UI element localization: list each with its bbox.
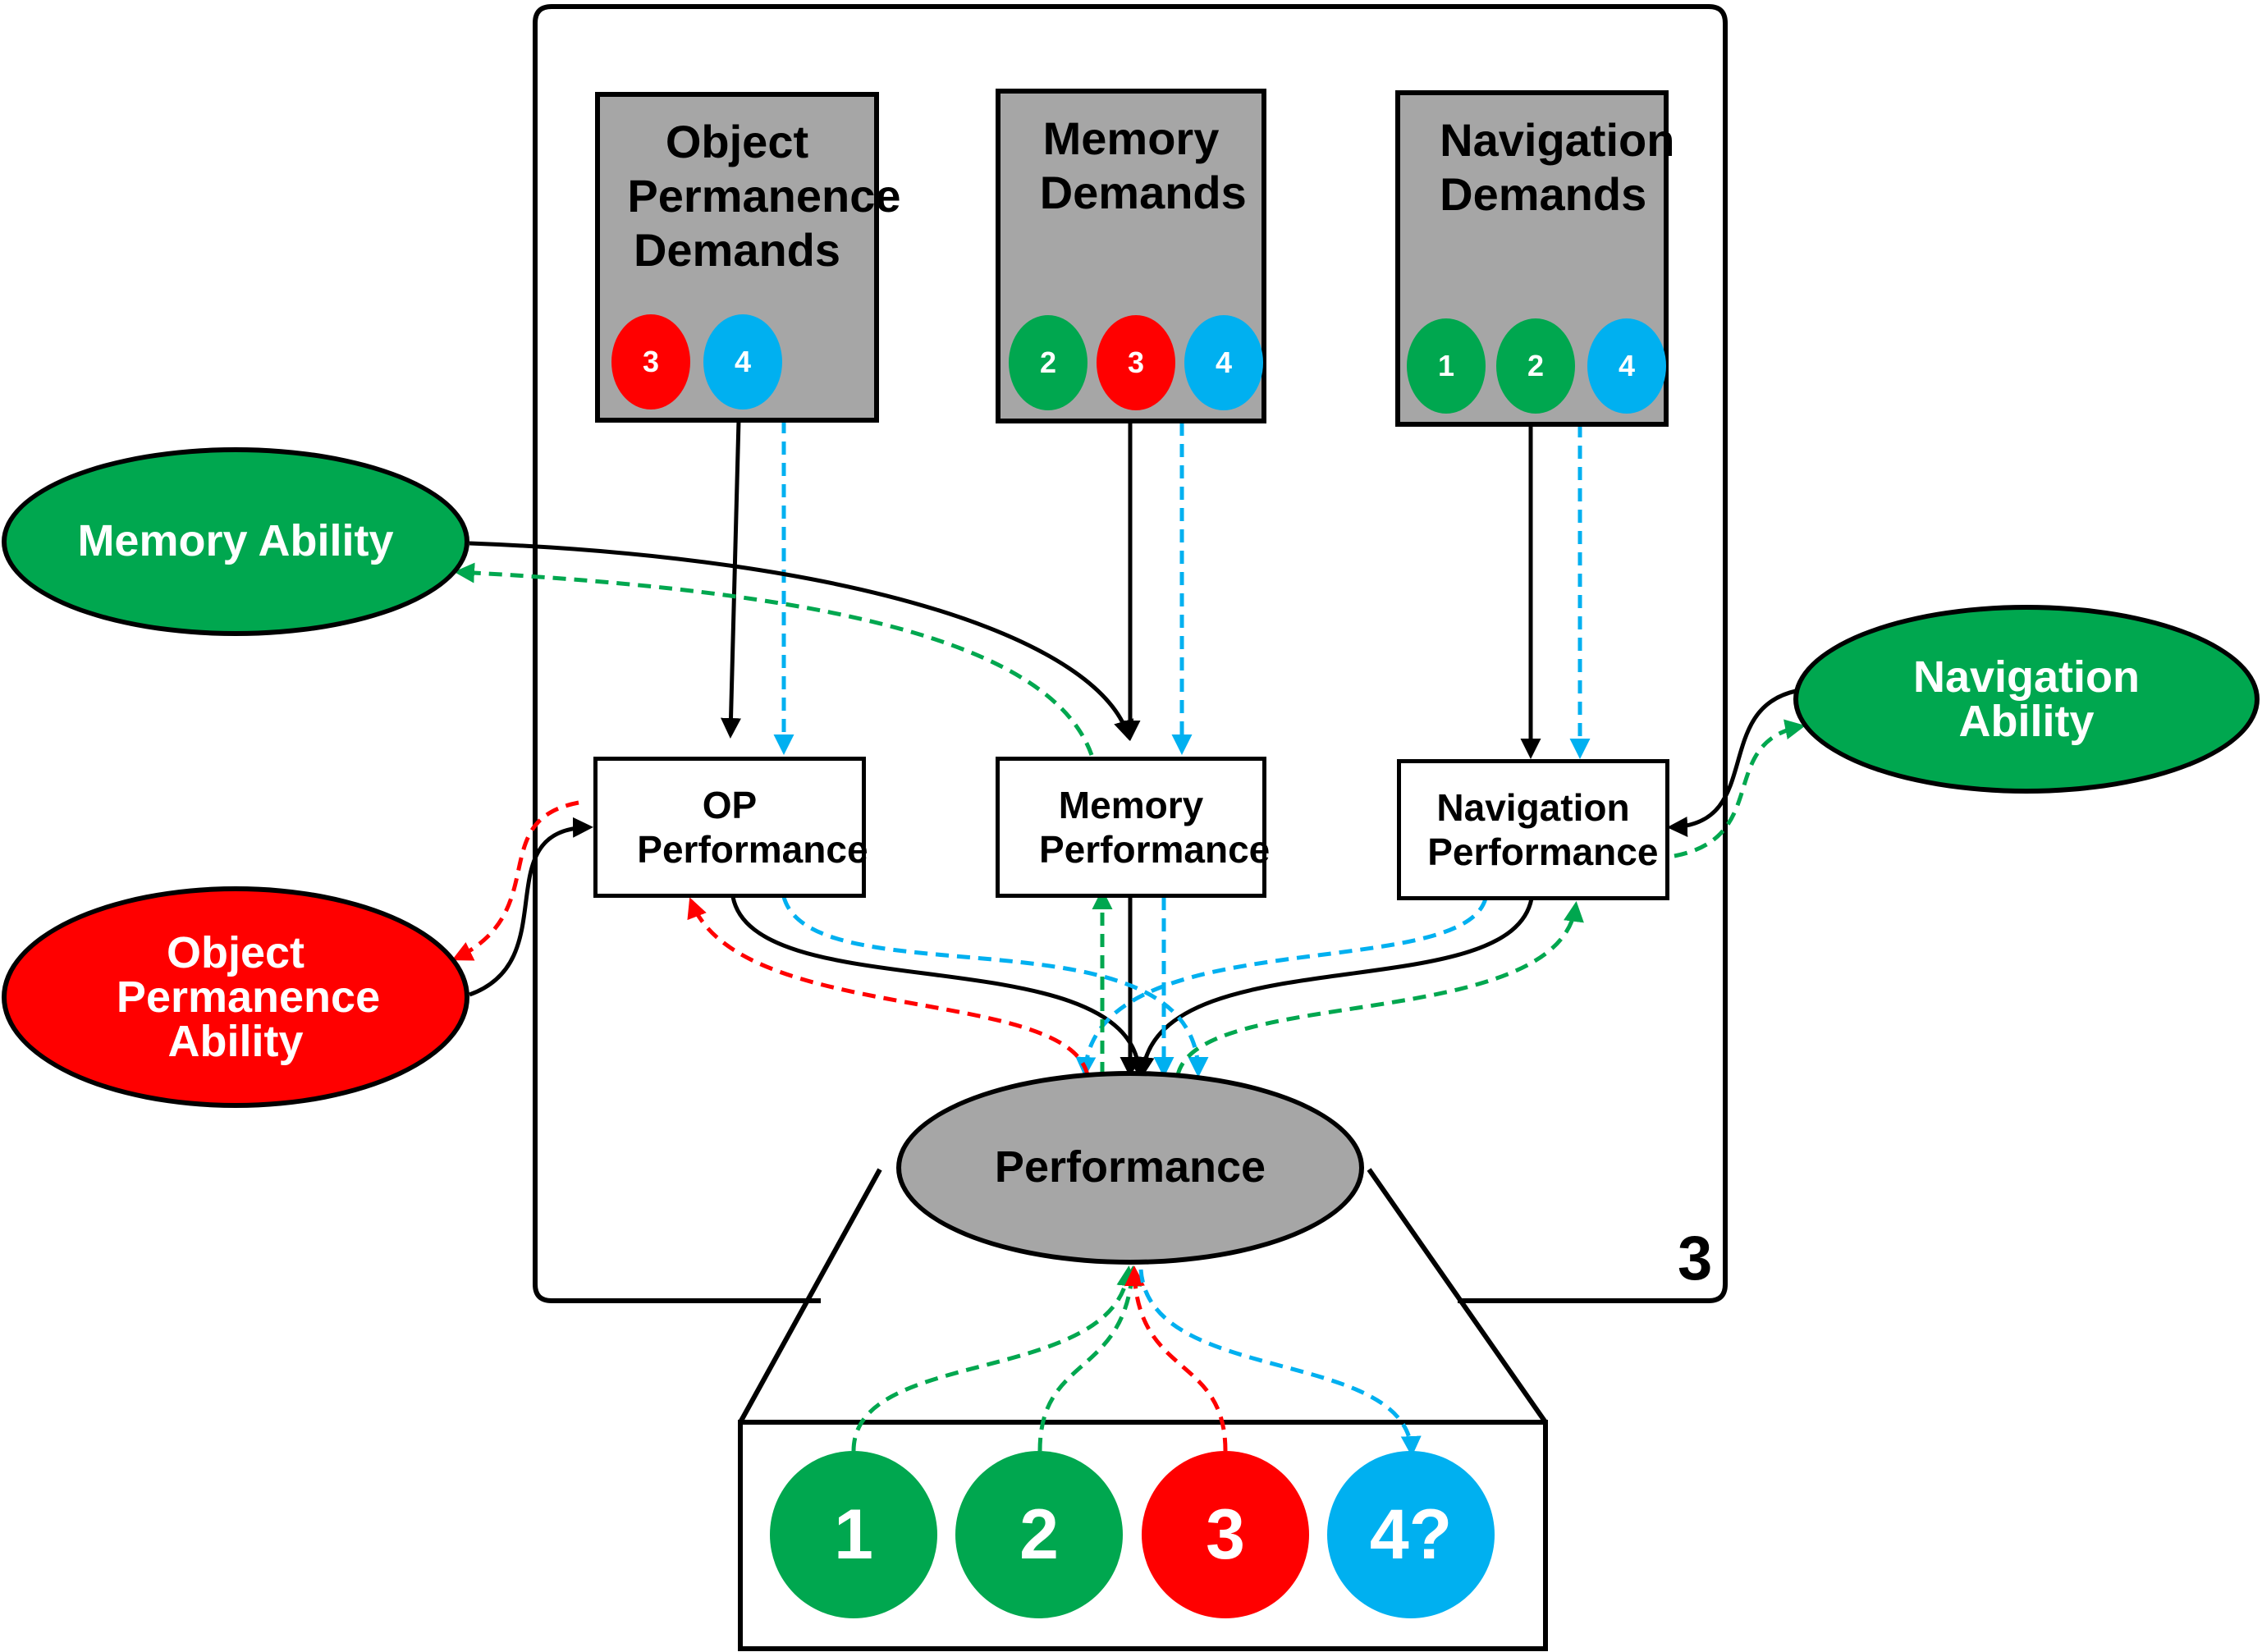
arrow-performance-to-op-perf-red xyxy=(687,897,1090,1076)
memory-demands-box: Memory Demands 2 3 4 xyxy=(996,89,1266,423)
memory-demands-label: Memory Demands xyxy=(1039,112,1247,219)
memory-ability-label: Memory Ability xyxy=(77,516,394,566)
memory-performance-box: Memory Performance xyxy=(996,757,1271,898)
arrow-performance-to-outcome-4 xyxy=(1138,1269,1422,1457)
arrow-nav-perf-to-nav-ability-green xyxy=(1674,719,1806,858)
arrow-outcome-3-to-performance xyxy=(1124,1265,1228,1452)
op-performance-box: OP Performance xyxy=(593,757,868,898)
memory-demands-badges: 2 3 4 xyxy=(1000,315,1263,410)
outcome-circle: 3 xyxy=(1142,1451,1309,1618)
panel-frame xyxy=(533,4,1728,1303)
arrow-nav-ability-to-nav-perf xyxy=(1667,689,1797,837)
navigation-demands-box: Navigation Demands 1 2 4 xyxy=(1395,90,1675,427)
memory-ability-ellipse: Memory Ability xyxy=(2,447,469,636)
demand-badge: 2 xyxy=(1496,318,1575,414)
demand-badge: 2 xyxy=(1009,315,1088,410)
navigation-ability-label: Navigation Ability xyxy=(1912,652,2141,746)
arrow-op-perf-to-performance xyxy=(730,896,1149,1078)
object-permanence-ability-ellipse: Object Permanence Ability xyxy=(2,886,469,1108)
op-performance-label: OP Performance xyxy=(637,783,868,871)
zoom-trapezoid-right xyxy=(1367,1168,1548,1424)
arrow-memory-ability-to-mem-perf xyxy=(469,541,1134,741)
arrow-outcome-2-to-performance xyxy=(1037,1265,1142,1452)
memory-performance-label: Memory Performance xyxy=(1039,783,1271,871)
panel-number: 3 xyxy=(1678,1224,1713,1293)
demand-badge: 3 xyxy=(1097,315,1175,410)
outcome-circle: 4? xyxy=(1327,1451,1495,1618)
arrow-outcome-1-to-performance xyxy=(851,1265,1138,1452)
outcome-circle: 1 xyxy=(770,1451,937,1618)
arrow-op-perf-to-op-ability-red xyxy=(451,800,579,961)
demand-badge: 4 xyxy=(1184,315,1263,410)
performance-ellipse: Performance xyxy=(896,1071,1364,1265)
navigation-demands-badges: 1 2 4 xyxy=(1400,318,1666,414)
navigation-ability-ellipse: Navigation Ability xyxy=(1793,605,2260,794)
navigation-performance-box: Navigation Performance xyxy=(1397,759,1669,900)
arrow-nav-perf-blue-dashed xyxy=(1075,898,1488,1078)
demand-badge: 1 xyxy=(1407,318,1486,414)
arrow-mem-perf-to-memory-ability-green xyxy=(454,562,1094,756)
zoom-trapezoid-left xyxy=(738,1168,882,1424)
demand-badge: 4 xyxy=(703,314,782,410)
demand-badge: 3 xyxy=(611,314,690,410)
object-permanence-demands-badges: 3 4 xyxy=(600,314,874,410)
arrow-op-ability-to-op-perf xyxy=(469,817,593,997)
demand-badge: 4 xyxy=(1587,318,1666,414)
arrow-nav-perf-to-performance xyxy=(1133,898,1534,1078)
outcome-circle: 2 xyxy=(955,1451,1123,1618)
arrow-op-demands-to-op-perf xyxy=(721,419,742,739)
object-permanence-ability-label: Object Permanence Ability xyxy=(116,928,381,1066)
arrow-performance-to-nav-perf-green xyxy=(1175,901,1584,1076)
arrow-op-perf-blue-dashed xyxy=(781,896,1209,1078)
navigation-performance-label: Navigation Performance xyxy=(1427,785,1659,873)
performance-label: Performance xyxy=(994,1142,1266,1192)
object-permanence-demands-label: Object Permanence Demands xyxy=(627,116,901,277)
navigation-demands-label: Navigation Demands xyxy=(1440,114,1675,221)
object-permanence-demands-box: Object Permanence Demands 3 4 xyxy=(595,92,901,423)
